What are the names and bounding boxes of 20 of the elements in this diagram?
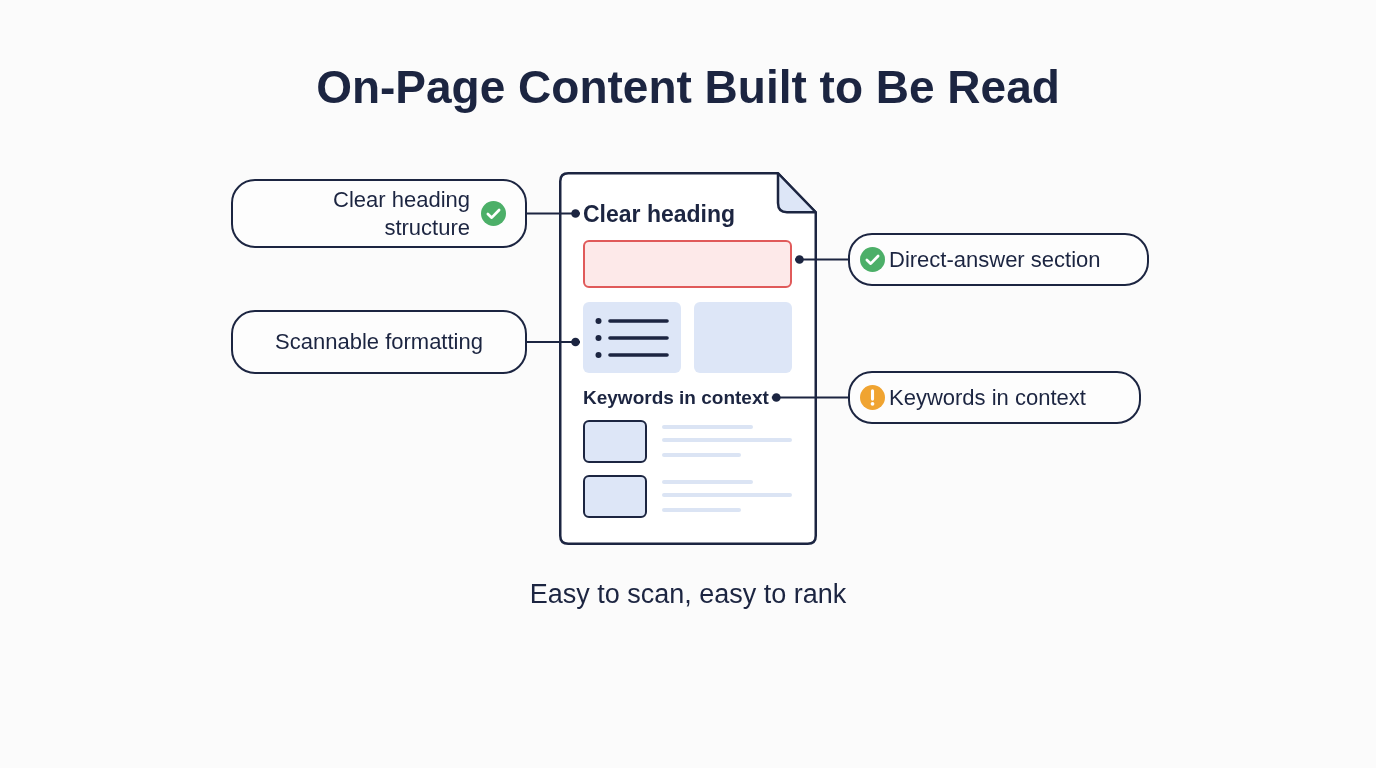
- list-block: [583, 302, 681, 373]
- leader-line: [527, 209, 580, 218]
- callout-box: [848, 233, 1149, 286]
- section-heading: Clear heading: [583, 200, 736, 228]
- diagram-title: On-Page Content Built to Be Read: [316, 60, 1060, 115]
- callout-label: Scannable formatting: [275, 328, 483, 356]
- callout-label: Direct-answer section: [889, 245, 1101, 274]
- leader-line: [771, 393, 848, 402]
- subheading-text: Keywords in context: [583, 386, 769, 410]
- leader-line: [795, 255, 848, 264]
- callout-box: [231, 310, 527, 374]
- callout-label: Clear heading structure: [332, 185, 470, 242]
- leader-line: [527, 337, 580, 347]
- caption-text: Easy to scan, easy to rank: [529, 578, 847, 611]
- content-block: [694, 302, 792, 373]
- callout-box: [848, 371, 1141, 424]
- document-page: [559, 172, 817, 545]
- highlight-box: [583, 240, 792, 288]
- callout-box: [231, 179, 527, 248]
- callout-label: Keywords in context: [889, 383, 1086, 412]
